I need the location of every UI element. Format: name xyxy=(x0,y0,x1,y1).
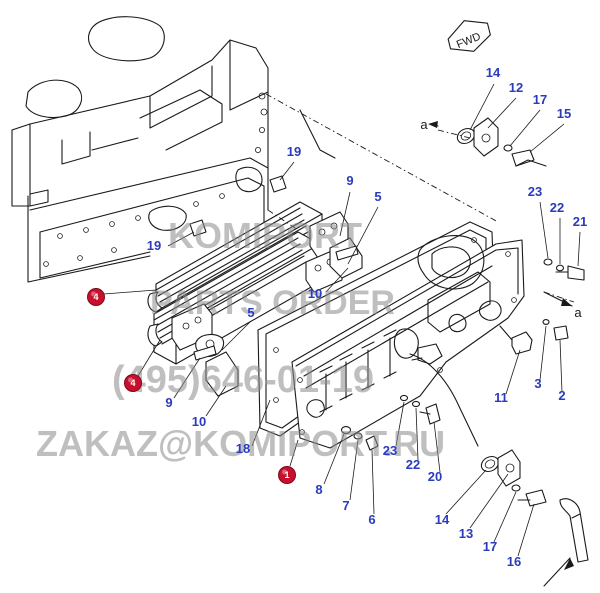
callout-numbers: 14 12 17 15 19 9 5 23 22 21 19 10 5 9 10 3 11 2 18 23 22 20 8 7… xyxy=(147,65,587,569)
callout-number: 23 xyxy=(383,443,397,458)
callout-number: 7 xyxy=(342,498,349,513)
view-letters: aa xyxy=(420,117,582,320)
callout-number: 2 xyxy=(558,388,565,403)
center-lines xyxy=(265,93,575,587)
callout-number: 19 xyxy=(147,238,161,253)
callout-number: 11 xyxy=(494,390,508,405)
callout-number: 17 xyxy=(483,539,497,554)
marker-circle xyxy=(87,288,105,306)
callout-number: 19 xyxy=(287,144,301,159)
cooler-cover xyxy=(291,235,525,449)
callout-number: 8 xyxy=(315,482,322,497)
hardware xyxy=(189,117,589,563)
red-markers: 4 4 1 xyxy=(87,288,296,484)
callout-number: 14 xyxy=(486,65,501,80)
watermark: KOMIPORT PARTS ORDER (495)646-01-19ZAKAZ@K… xyxy=(36,215,445,464)
marker-highlight xyxy=(282,469,287,475)
callout-number: 6 xyxy=(368,512,375,527)
callout-number: 15 xyxy=(557,106,571,121)
watermark-line: (495)646-01-19 xyxy=(112,359,374,401)
marker-number: 1 xyxy=(284,470,289,480)
callout-number: 17 xyxy=(533,92,547,107)
callout-number: 10 xyxy=(192,414,206,429)
callout-number: 22 xyxy=(406,457,420,472)
callout-number: 5 xyxy=(374,189,381,204)
fwd-tag: FWD xyxy=(447,20,491,52)
marker-circle xyxy=(278,466,296,484)
watermark-line: ZAKAZ@KOMIPORT.RU xyxy=(36,423,445,464)
marker-highlight xyxy=(128,377,133,383)
marker-number: 4 xyxy=(130,378,135,388)
callout-number: 13 xyxy=(459,526,473,541)
callout-number: 10 xyxy=(308,286,322,301)
callout-number: 22 xyxy=(550,200,564,215)
red-circle-marker: 1 xyxy=(278,466,296,484)
callout-number: 16 xyxy=(507,554,521,569)
callout-number: 12 xyxy=(509,80,523,95)
callout-number: 9 xyxy=(346,173,353,188)
engine-block xyxy=(11,16,336,283)
leader-lines xyxy=(103,83,581,557)
callout-number: 14 xyxy=(435,512,450,527)
view-letter: a xyxy=(420,117,428,132)
callout-number: 20 xyxy=(428,469,442,484)
red-circle-marker: 4 xyxy=(124,374,142,392)
callout-number: 3 xyxy=(534,376,541,391)
watermark-line: KOMIPORT xyxy=(168,215,362,256)
marker-circle xyxy=(124,374,142,392)
callout-number: 9 xyxy=(165,395,172,410)
marker-highlight xyxy=(91,291,96,297)
view-letter: a xyxy=(574,305,582,320)
oil-cooler-core xyxy=(147,201,349,365)
callout-number: 23 xyxy=(528,184,542,199)
red-circle-marker: 4 xyxy=(87,288,105,306)
callout-number: 5 xyxy=(247,305,254,320)
watermark-line: PARTS ORDER xyxy=(150,284,395,322)
callout-number: 18 xyxy=(236,441,250,456)
callout-number: 21 xyxy=(573,214,587,229)
marker-number: 4 xyxy=(93,292,98,302)
